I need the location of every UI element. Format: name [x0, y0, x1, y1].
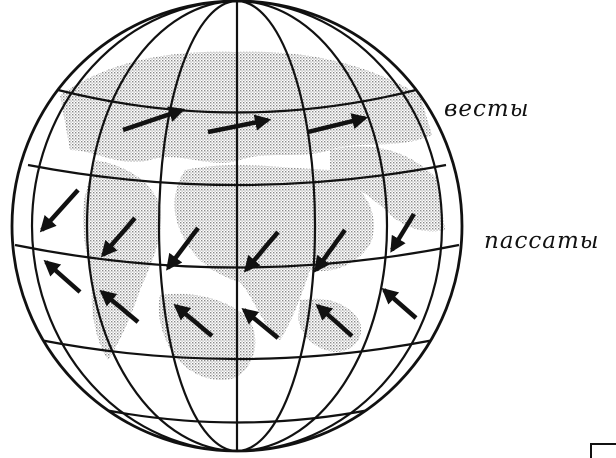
trade-winds-label: пассаты [484, 228, 600, 254]
wind-arrow [46, 262, 80, 292]
graticule [12, 0, 462, 458]
westerlies-label: весты [444, 96, 529, 122]
south-america-landmass [83, 160, 161, 360]
southern-landmass [159, 294, 256, 380]
wind-arrow [384, 290, 416, 318]
wind-arrow [42, 190, 78, 230]
corner-bracket [591, 444, 616, 458]
